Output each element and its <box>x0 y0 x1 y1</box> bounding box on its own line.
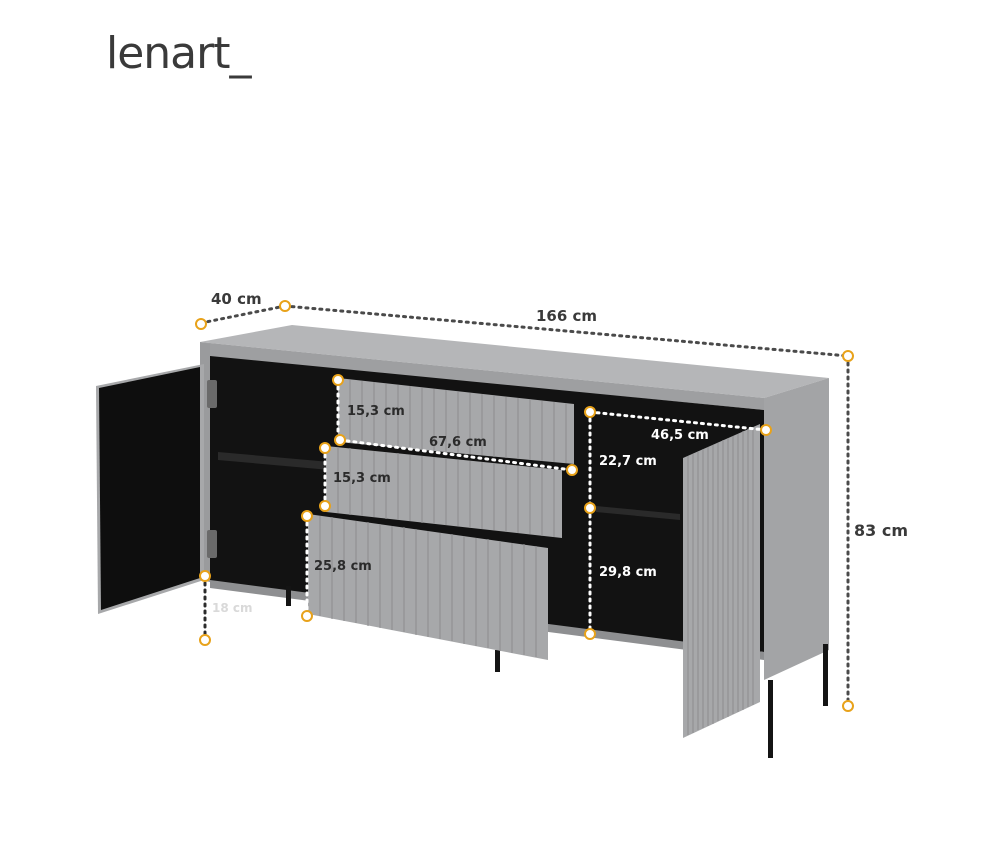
label-width: 166 cm <box>536 307 597 325</box>
leg-rear-left <box>286 586 291 606</box>
label-drawer-middle-height: 15,3 cm <box>333 471 391 486</box>
drawer-top <box>338 378 574 464</box>
shelf-width-line <box>588 410 768 432</box>
label-height: 83 cm <box>854 521 908 540</box>
marker-shelf-width-end <box>760 424 772 436</box>
marker-width-end <box>842 350 854 362</box>
marker-depth-end <box>279 300 291 312</box>
inner-dimension-lines <box>305 378 768 636</box>
left-door <box>96 364 217 614</box>
label-drawer-top-height: 15,3 cm <box>347 404 405 419</box>
label-drawer-bottom-height: 25,8 cm <box>314 559 372 574</box>
lenart-logo: lenart_ <box>106 28 251 79</box>
depth-line <box>199 304 287 325</box>
marker-drawer-middle-end <box>319 500 331 512</box>
door-hinge-top <box>207 380 217 408</box>
right-door <box>683 424 760 738</box>
drawer-width-line <box>338 438 574 472</box>
marker-depth-start <box>195 318 207 330</box>
dimension-markers <box>195 300 854 712</box>
label-depth: 40 cm <box>211 290 262 308</box>
label-shelf-width: 46,5 cm <box>651 428 709 443</box>
marker-height-end <box>842 700 854 712</box>
legs <box>286 586 828 758</box>
label-leg-height: 18 cm <box>212 601 253 615</box>
marker-drawer-bottom-end <box>301 610 313 622</box>
drawer-middle <box>326 446 562 538</box>
label-shelf-lower-height: 29,8 cm <box>599 565 657 580</box>
cabinet-side-panel <box>764 378 829 680</box>
drawer-bottom <box>308 514 548 660</box>
door-hinge-bottom <box>207 530 217 558</box>
label-drawer-width: 67,6 cm <box>429 435 487 450</box>
leg-middle <box>495 650 500 672</box>
marker-leg-start <box>199 570 211 582</box>
marker-shelf-start <box>584 406 596 418</box>
marker-shelf-lower-end <box>584 628 596 640</box>
label-shelf-upper-height: 22,7 cm <box>599 454 657 469</box>
outer-dimension-lines <box>199 304 850 708</box>
marker-drawer-middle-start <box>319 442 331 454</box>
marker-shelf-middle <box>584 502 596 514</box>
leg-rear-right <box>823 644 828 706</box>
leg-front-right <box>768 680 773 758</box>
marker-drawer-bottom-start <box>301 510 313 522</box>
marker-drawer-width-end <box>566 464 578 476</box>
marker-drawer-top-start <box>332 374 344 386</box>
width-line <box>283 304 850 358</box>
marker-leg-end <box>199 634 211 646</box>
marker-drawer-top-end <box>334 434 346 446</box>
